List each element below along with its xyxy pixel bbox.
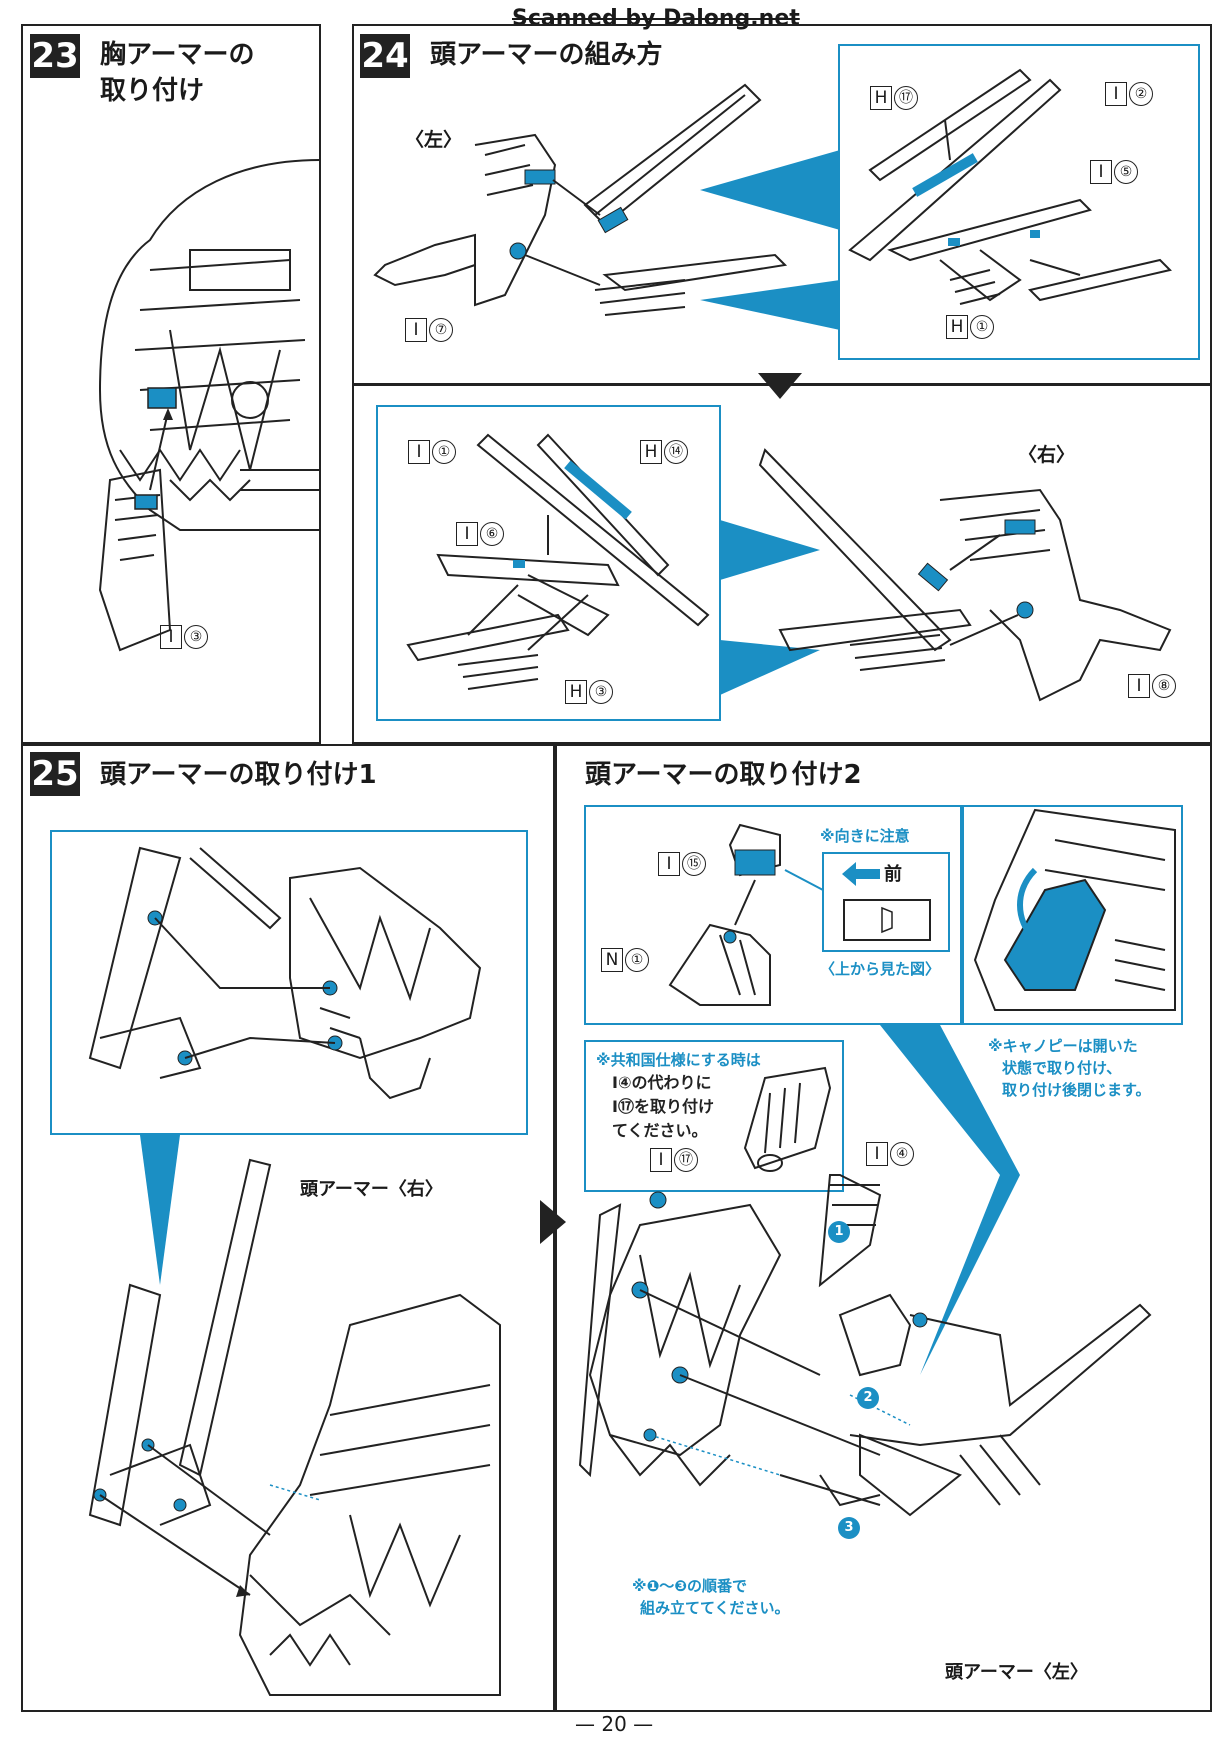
canopy-detail-box-right (962, 805, 1183, 1025)
right-side-label: 〈右〉 (1018, 444, 1076, 466)
orientation-pointer (784, 869, 824, 891)
head-armor-right-full-illustration (88, 1158, 501, 1696)
step-23-panel (21, 24, 321, 744)
step-circle-1: 1 (828, 1220, 850, 1243)
republic-note-line3: I⑰を取り付け (612, 1097, 714, 1116)
canopy-part-illustration (668, 823, 781, 1006)
top-view-diagram (843, 899, 931, 941)
part-i17-illustration (743, 1066, 832, 1172)
step-23-title-line2: 取り付け (100, 76, 205, 106)
republic-note-line4: てください。 (612, 1121, 708, 1140)
republic-spec-box (584, 1040, 844, 1192)
orientation-box (822, 852, 950, 952)
left-detail-box (838, 44, 1200, 360)
step-24-title: 頭アーマーの組み方 (430, 40, 663, 70)
step-23-number: 23 (30, 34, 80, 78)
callout-wedges-top (700, 150, 840, 330)
front-arrow-icon (842, 862, 880, 886)
head-armor-right-assembly (758, 448, 1172, 702)
page-number: — 20 — (575, 1712, 654, 1736)
republic-note-line2: I④の代わりに (612, 1073, 712, 1092)
canopy-installed-illustration (973, 808, 1176, 1011)
step-25b-panel (555, 744, 1212, 1712)
canopy-detail-box (584, 805, 962, 1025)
step-25-title: 頭アーマーの取り付け1 (100, 760, 377, 790)
step-25-detail-box (50, 830, 528, 1135)
top-view-label: 〈上から見た図〉 (820, 960, 941, 978)
chest-armor-illustration (98, 159, 321, 652)
left-side-label: 〈左〉 (405, 129, 463, 151)
order-note-line2: 組み立ててください。 (640, 1599, 790, 1617)
step-25-callout-wedge (140, 1135, 180, 1285)
canopy-note-line1: ※キャノピーは開いた (988, 1037, 1138, 1055)
republic-note-line1: ※共和国仕様にする時は (596, 1051, 761, 1069)
arrow-right-icon (540, 1200, 566, 1244)
callout-wedges-bottom (720, 520, 820, 695)
arrow-down-icon (758, 373, 802, 399)
head-armor-left-full-illustration (578, 1174, 1152, 1517)
head-armor-left-assembly (373, 83, 788, 316)
order-note-line1: ※❶〜❸の順番で (632, 1577, 747, 1595)
step-23-title-line1: 胸アーマーの (100, 40, 255, 70)
head-armor-right-label: 頭アーマー〈右〉 (300, 1179, 443, 1200)
canopy-note-line2: 状態で取り付け、 (1002, 1059, 1122, 1077)
head-armor-attach-detail (88, 846, 482, 1100)
head-armor-left-label: 頭アーマー〈左〉 (945, 1662, 1088, 1683)
right-detail-illustration (406, 433, 710, 690)
step-24-number: 24 (360, 34, 410, 78)
orientation-note: ※向きに注意 (820, 827, 910, 845)
step-circle-3: 3 (838, 1516, 860, 1539)
left-detail-illustration (848, 68, 1172, 305)
canopy-callout-wedge (880, 1025, 1020, 1375)
step-25b-title: 頭アーマーの取り付け2 (585, 760, 862, 790)
canopy-note-line3: 取り付け後閉じます。 (1002, 1081, 1151, 1099)
step-circle-2: 2 (857, 1386, 879, 1409)
scan-credit: Scanned by Dalong.net (512, 6, 800, 31)
step-25-number: 25 (30, 752, 80, 796)
front-label: 前 (884, 864, 902, 885)
